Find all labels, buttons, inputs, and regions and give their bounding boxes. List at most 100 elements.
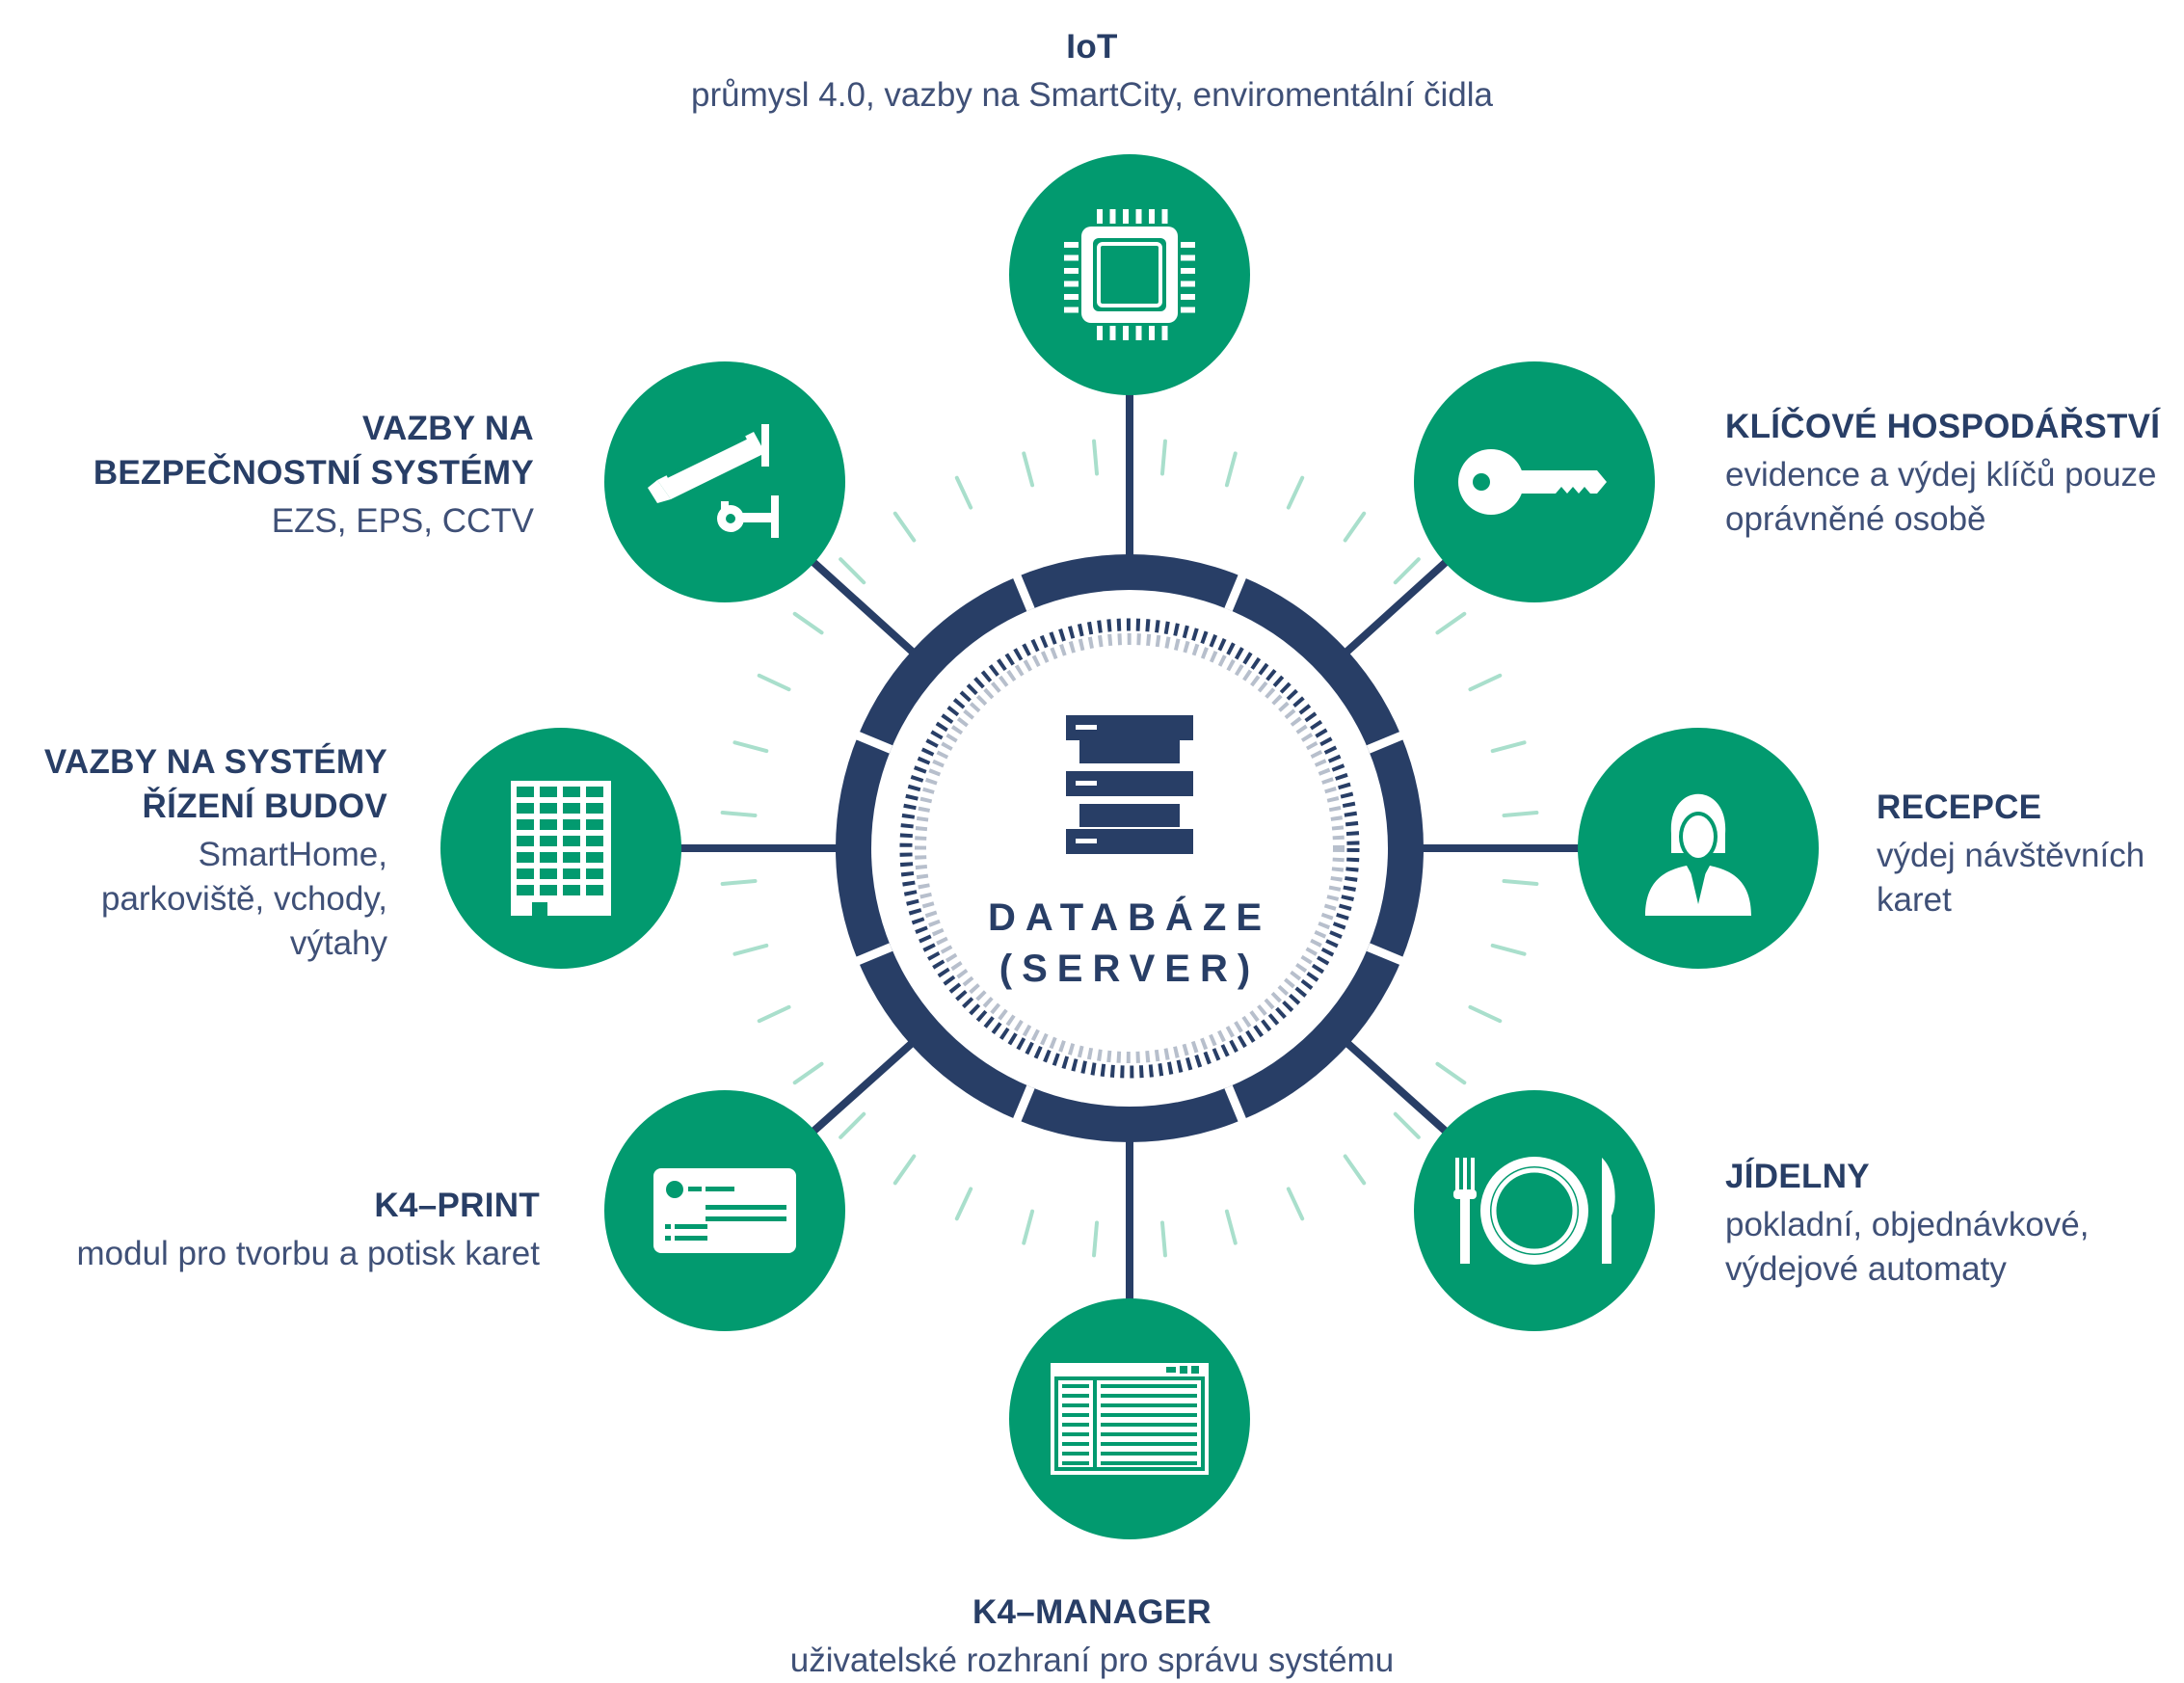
ring-gap [1366,730,1408,754]
label-reception: RECEPCE výdej návštěvních karet [1877,786,2175,922]
sidebar-line [1062,1384,1089,1388]
building-window [563,885,580,895]
building-window [586,803,603,814]
node-print [604,1090,845,1331]
chip-pin [1064,280,1079,287]
label-desc: průmysl 4.0, vazby na SmartCity, envirom… [691,76,1493,114]
server-slab [1079,804,1180,827]
burst-dash [1092,1220,1100,1258]
burst-dash [1159,439,1167,476]
label-desc: modul pro tvorbu a potisk karet [76,1235,540,1272]
chip-pin [1149,326,1155,340]
burst-dash [1159,1220,1167,1258]
chip-pin [1149,209,1155,224]
burst-dash [792,611,824,635]
server-led [1076,839,1097,843]
cctv-camera-icon [648,424,779,538]
card-line [706,1187,734,1191]
node-iot [1009,154,1250,395]
burst-dash [1393,557,1421,585]
node-buildings [440,728,681,969]
app-window-icon [1051,1363,1209,1475]
label-canteen: JÍDELNY pokladní, objednávkové, výdejové… [1725,1155,2169,1292]
label-desc: EZS, EPS, CCTV [271,502,534,540]
plate-ring [1490,1166,1579,1255]
key-hole [1473,473,1490,491]
node-key [1414,361,1655,602]
building-window [563,836,580,846]
burst-dash [1502,811,1539,818]
fork-handle [1460,1196,1470,1264]
burst-dash [1435,611,1467,635]
label-title: K4–PRINT [374,1187,540,1224]
fork-tine [1455,1158,1459,1194]
node-security [604,361,845,602]
burst-dash [1468,1004,1503,1024]
chip-pin [1181,254,1195,261]
label-desc-line: oprávněné osobě [1725,500,1986,538]
building-window [540,803,557,814]
building-window [517,868,534,879]
card-line [688,1187,702,1191]
chip-pin [1064,242,1079,248]
server-slab [1079,740,1180,763]
building-window [586,852,603,863]
win-btn [1166,1367,1176,1373]
knife [1602,1158,1615,1264]
chip-inner [1093,238,1166,311]
label-desc: uživatelské rozhraní pro správu systému [789,1642,1395,1679]
content-line [1101,1442,1197,1446]
card-line [665,1236,671,1241]
chip-pin [1097,209,1103,224]
label-title: IoT [1066,28,1118,66]
key-icon [1458,449,1607,515]
chip-pin [1161,209,1168,224]
burst-dash [892,511,917,543]
chip-icon [1064,209,1195,340]
burst-dash [720,878,758,886]
chip-pin [1181,294,1195,300]
label-desc: evidence a výdej klíčů pouze oprávněné o… [1725,453,2178,542]
card-line [675,1236,707,1241]
chip-pin [1181,268,1195,274]
label-title-line: BEZPEČNOSTNÍ SYSTÉMY [93,454,534,492]
label-title: VAZBY NA BEZPEČNOSTNÍ SYSTÉMY [77,407,534,495]
sidebar-line [1062,1432,1089,1436]
burst-dash [954,1187,973,1221]
label-desc-line: pokladní, objednávkové, [1725,1206,2090,1243]
mount [761,424,769,467]
label-title-line: ŘÍZENÍ BUDOV [142,788,387,825]
ring-gap [1011,1084,1035,1127]
ring-gap [1366,943,1408,967]
content-line [1101,1423,1197,1427]
ring-gap [1224,570,1248,612]
building-window [517,885,534,895]
building-window [586,819,603,830]
building-window [517,787,534,797]
label-desc-line: výdejové automaty [1725,1250,2007,1288]
node-reception [1578,728,1819,969]
burst-dash [757,1004,791,1024]
fork-neck [1453,1189,1477,1199]
burst-dash [892,1154,917,1186]
content-line [1101,1461,1197,1465]
content-line [1101,1384,1197,1388]
building-window [517,852,534,863]
label-title: K4–MANAGER [972,1593,1212,1631]
building-window [540,787,557,797]
building-window [540,852,557,863]
chip-pin [1109,326,1116,340]
label-desc: pokladní, objednávkové, výdejové automat… [1725,1203,2169,1292]
chip-pin [1123,326,1129,340]
burst-dash [954,475,973,510]
camera-lens [648,480,671,503]
sidebar-line [1062,1452,1089,1456]
label-title: KLÍČOVÉ HOSPODÁŘSTVÍ [1725,408,2161,445]
card-line [706,1216,786,1221]
fork-tine [1463,1158,1467,1194]
key-blade [1520,470,1607,494]
burst-dash [1343,1154,1367,1186]
burst-dash [732,943,769,956]
building-window [540,836,557,846]
